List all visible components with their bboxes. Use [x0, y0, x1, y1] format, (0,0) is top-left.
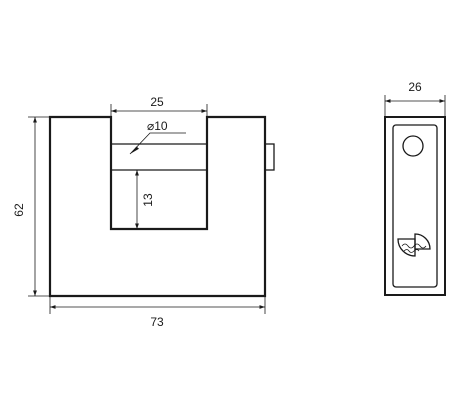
side-view: 26 — [384, 80, 446, 296]
width-label: 73 — [150, 315, 164, 329]
depth-label: 26 — [408, 80, 422, 94]
shackle-diameter-label: ⌀10 — [147, 119, 168, 133]
shackle-hole — [402, 135, 424, 157]
shackle-clearance-label: 13 — [141, 193, 155, 207]
height-label: 62 — [12, 203, 26, 217]
keyway-icon — [397, 233, 431, 257]
latch-button — [264, 143, 275, 171]
shackle-gap-label: 25 — [150, 95, 164, 109]
side-body-outline — [384, 116, 446, 296]
front-view: 62 73 25 ⌀10 13 — [12, 95, 275, 329]
diameter-leader-arrow — [130, 146, 139, 154]
side-inner-face — [392, 124, 438, 288]
